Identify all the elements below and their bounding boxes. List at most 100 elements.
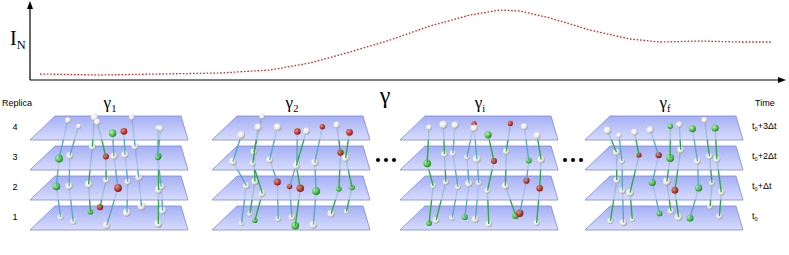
time-label-text: t <box>752 121 755 131</box>
replica-stacks <box>30 113 743 230</box>
bead <box>689 125 696 132</box>
bead <box>346 129 353 136</box>
axis-label-text: I <box>10 27 17 49</box>
x-axis <box>30 79 779 80</box>
bead <box>701 117 707 123</box>
subscript: 0 <box>755 216 758 222</box>
bead <box>631 129 638 136</box>
bead <box>274 123 282 131</box>
replica-number-text: 4 <box>12 122 17 132</box>
bead <box>616 133 621 138</box>
replica-number-text: 1 <box>12 212 17 222</box>
y-axis-head <box>27 1 33 9</box>
bead <box>676 121 682 127</box>
time-label: t0+3Δt <box>752 122 776 133</box>
replica-plane <box>212 116 370 140</box>
replica-plane <box>400 146 558 170</box>
bead <box>439 121 447 129</box>
time-label-text: t <box>752 151 755 161</box>
time-label: t0+Δt <box>752 182 771 193</box>
bead <box>243 182 250 189</box>
time-label-text: +3Δt <box>758 121 777 131</box>
bead <box>158 126 164 132</box>
replica-plane <box>585 116 743 140</box>
replica-heading: Replica <box>2 99 32 108</box>
dot <box>392 158 396 162</box>
time-label: t0+2Δt <box>752 152 776 163</box>
bead <box>121 128 128 135</box>
replica-heading-text: Replica <box>2 98 32 108</box>
replica-stack <box>400 116 558 230</box>
replica-plane <box>585 146 743 170</box>
subscript: 0 <box>755 126 758 132</box>
parameter-label: γi <box>475 94 485 114</box>
replica-plane <box>30 146 188 170</box>
bead <box>327 210 334 217</box>
replica-stack <box>212 114 370 230</box>
replica-plane <box>400 116 558 140</box>
bead <box>238 131 245 138</box>
replica-number-text: 3 <box>12 152 17 162</box>
replica-number: 3 <box>12 153 17 162</box>
time-label: t0 <box>752 212 758 223</box>
bead <box>604 127 612 135</box>
parameter-label: γf <box>659 94 670 114</box>
bead <box>334 122 341 129</box>
replica-number: 1 <box>12 213 17 222</box>
bead <box>534 132 541 139</box>
bead <box>426 124 432 130</box>
time-label-text: t <box>752 181 755 191</box>
x-axis-head <box>778 77 786 83</box>
bead <box>129 114 135 120</box>
time-label-text: +2Δt <box>758 151 777 161</box>
dot <box>579 158 583 162</box>
bead <box>94 119 101 126</box>
replica-number: 4 <box>12 123 17 132</box>
bead <box>320 124 325 129</box>
replica-plane <box>400 206 558 230</box>
bead <box>65 117 71 123</box>
data-curve <box>40 10 772 75</box>
bead <box>452 122 459 129</box>
bead <box>76 124 81 129</box>
subscript: f <box>667 103 671 114</box>
dot <box>571 158 575 162</box>
parameter-label-text: γ <box>475 93 483 112</box>
bead <box>508 121 513 126</box>
parameter-label: γ1 <box>104 94 117 114</box>
parameter-label: γ2 <box>286 94 299 114</box>
axis-label: γ <box>380 83 391 107</box>
parameter-label-text: γ <box>659 93 667 112</box>
replica-stack <box>30 113 188 230</box>
bead <box>521 123 528 130</box>
time-heading-text: Time <box>755 98 775 108</box>
time-heading: Time <box>755 99 775 108</box>
subscript: 0 <box>755 186 758 192</box>
replica-plane <box>30 176 188 200</box>
replica-number-text: 2 <box>12 182 17 192</box>
time-label-text: t <box>752 211 755 221</box>
replica-number: 2 <box>12 183 17 192</box>
dot <box>384 158 388 162</box>
subscript: 2 <box>293 103 298 114</box>
bead <box>485 131 492 138</box>
subscript: 0 <box>755 156 758 162</box>
axis-label-text: γ <box>380 82 391 108</box>
subscript: 1 <box>111 103 116 114</box>
bead <box>471 125 478 132</box>
bead <box>303 128 310 135</box>
time-label-text: +Δt <box>758 181 772 191</box>
bead <box>109 130 116 137</box>
parameter-label-text: γ <box>104 93 112 112</box>
bead <box>668 124 673 129</box>
replica-plane <box>30 116 188 140</box>
dot <box>563 158 567 162</box>
bead <box>259 114 265 120</box>
subscript: N <box>17 38 26 52</box>
parameter-label-text: γ <box>286 93 294 112</box>
bead <box>712 124 719 131</box>
bead <box>647 126 654 133</box>
replica-stack <box>585 116 743 230</box>
y-axis <box>29 6 30 80</box>
subscript: i <box>482 103 485 114</box>
